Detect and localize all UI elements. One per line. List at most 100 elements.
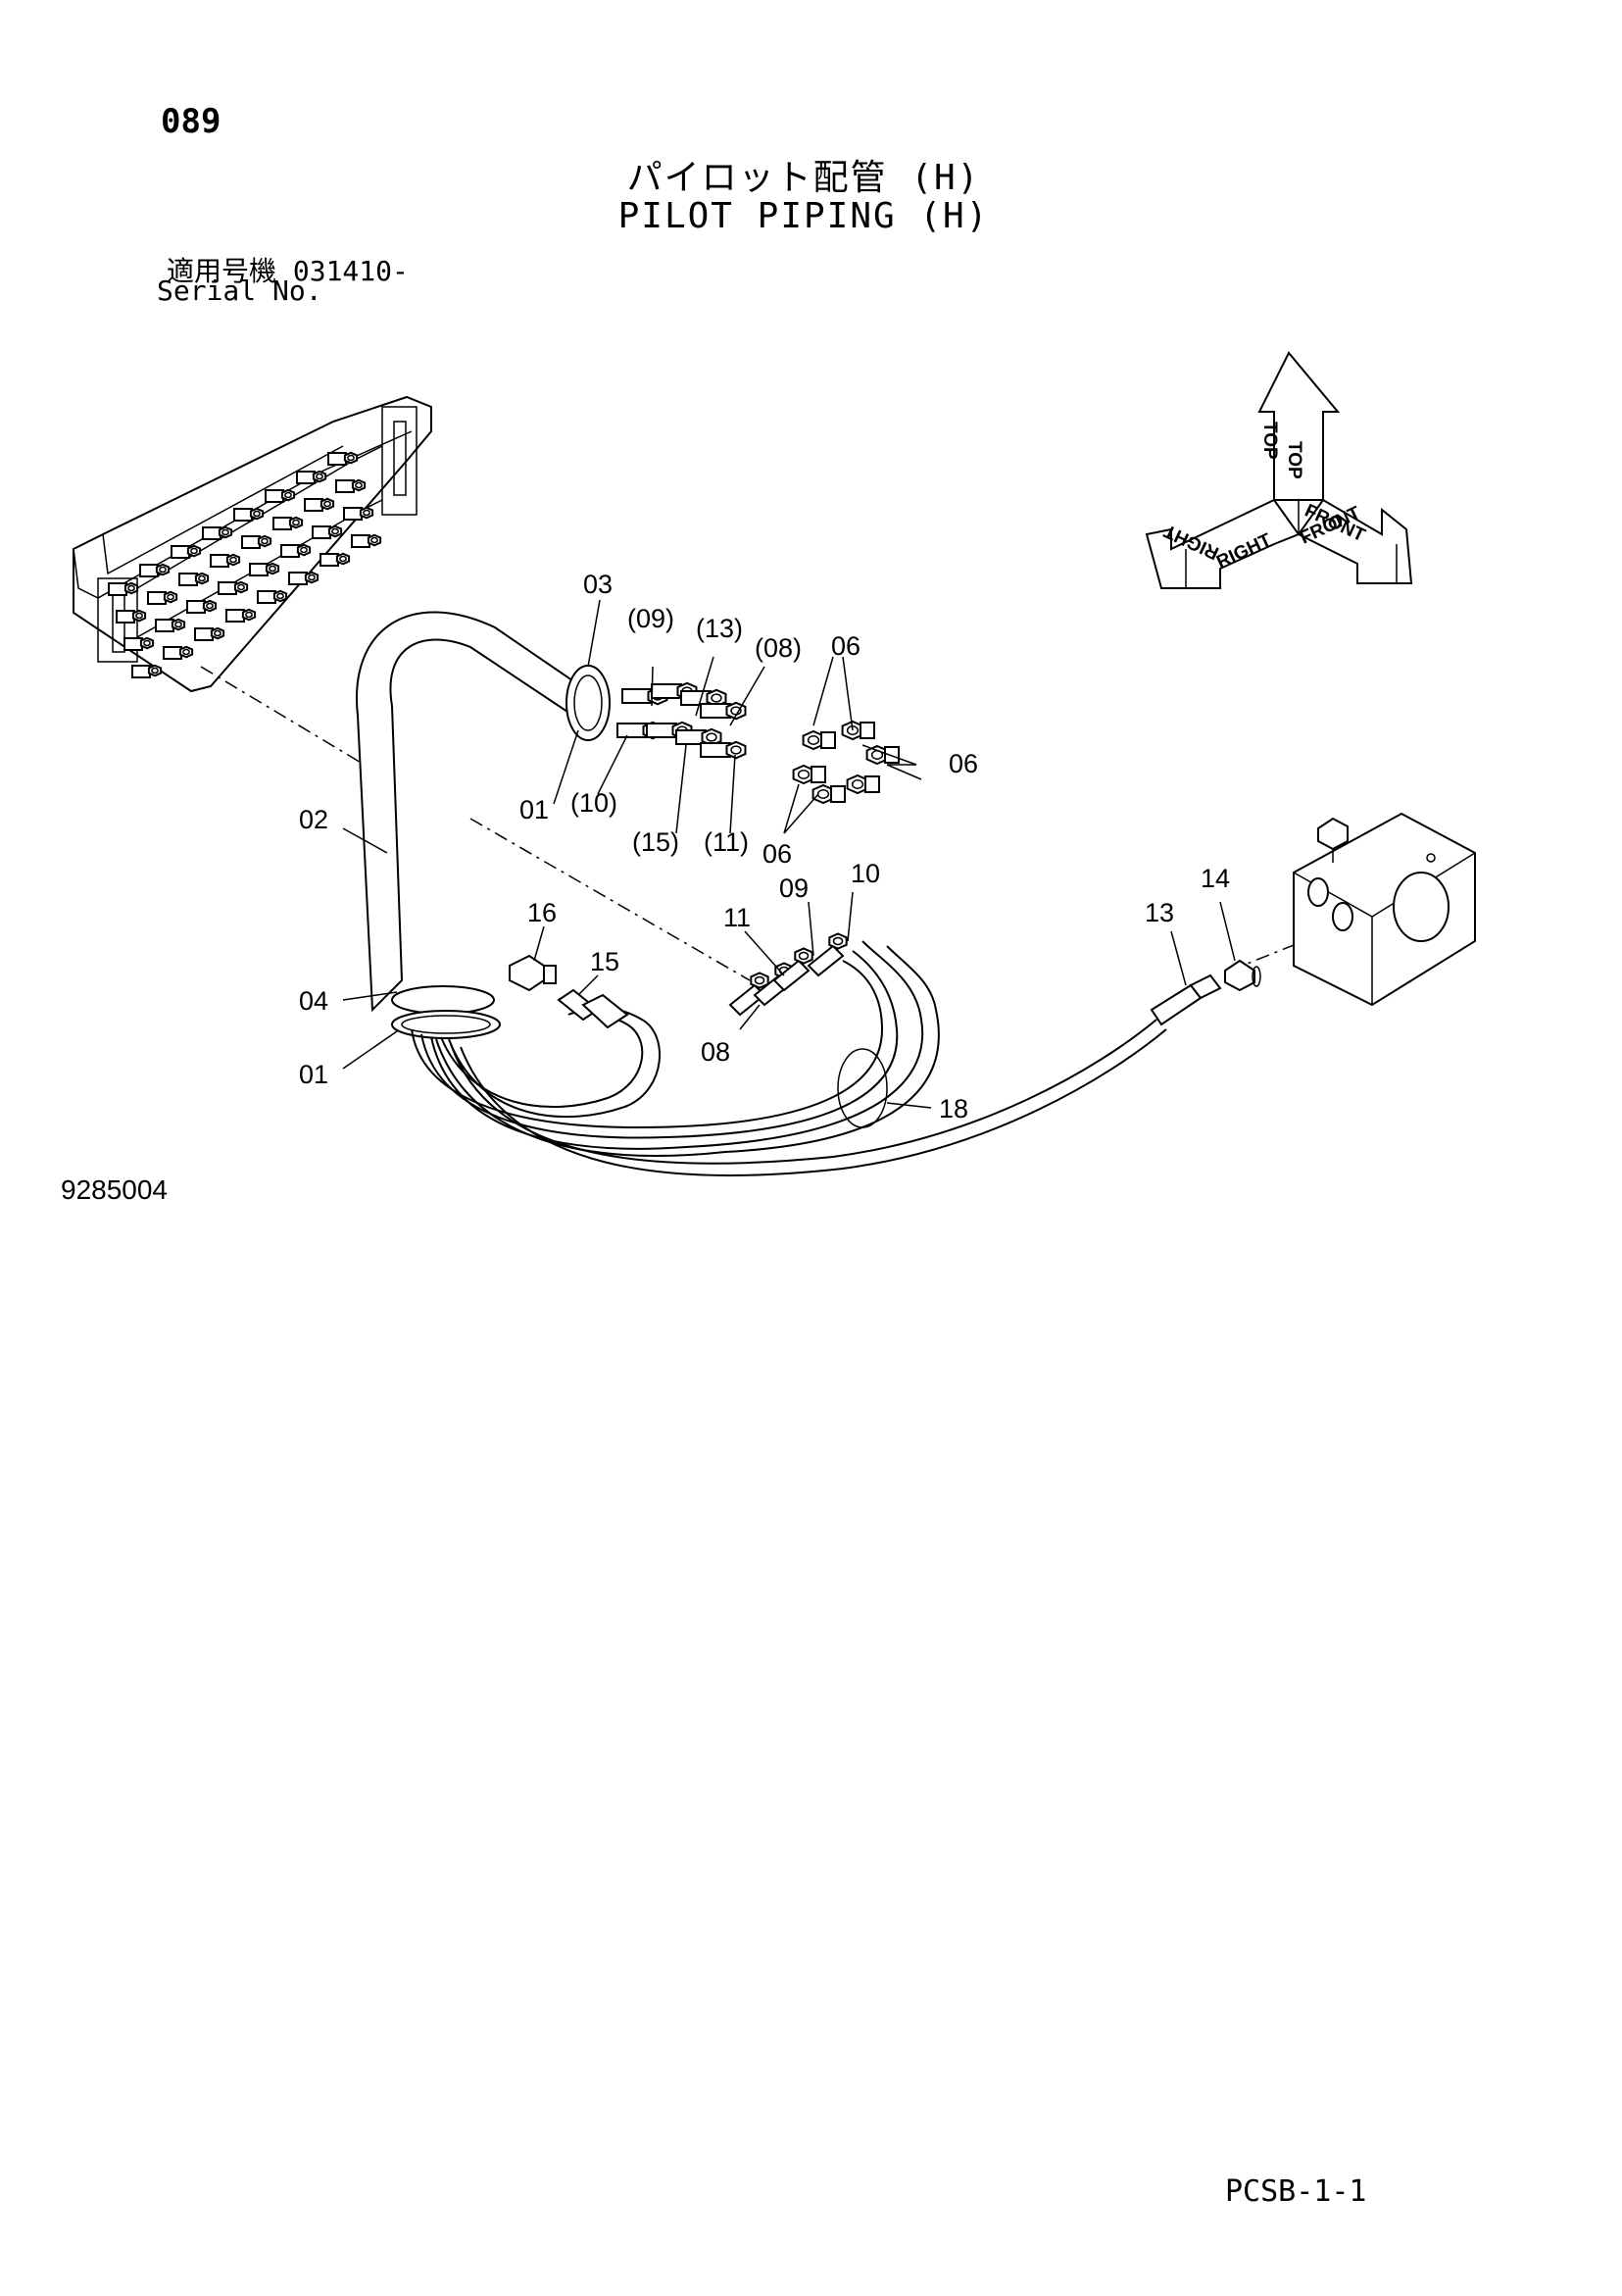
valve-fitting-nut-bore bbox=[316, 473, 323, 480]
valve-fitting-body bbox=[210, 554, 229, 568]
valve-fitting-nut bbox=[312, 470, 327, 483]
label-09: 09 bbox=[779, 873, 809, 903]
valve-fitting-nut bbox=[241, 608, 257, 622]
valve-fitting-nut-bore bbox=[269, 565, 276, 573]
orientation-indicator: TOP TOP RIGHT RIGHT FRONT FRONT bbox=[1145, 351, 1413, 589]
hose-15-fitting bbox=[557, 988, 629, 1029]
valve-fitting-nut bbox=[367, 533, 382, 547]
hose-fitting-nut-bore bbox=[706, 732, 717, 742]
valve-fitting-body bbox=[123, 637, 143, 651]
valve-fitting-nut bbox=[233, 580, 249, 594]
valve-fitting-body bbox=[241, 535, 261, 549]
valve-fitting-nut-bore bbox=[308, 574, 316, 581]
hose-fitting-nut-bore bbox=[730, 745, 742, 755]
valve-fitting-body bbox=[319, 553, 339, 567]
valve-fitting-nut-bore bbox=[198, 574, 206, 582]
hose-end-nut bbox=[828, 932, 848, 950]
valve-fitting-nut-bore bbox=[127, 584, 135, 592]
adapter-stem bbox=[811, 766, 826, 783]
valve-fitting-nut bbox=[178, 645, 194, 659]
valve-fitting-body bbox=[147, 591, 167, 605]
adapter-stem bbox=[864, 775, 880, 793]
orientation-top-label: TOP bbox=[1284, 441, 1304, 479]
valve-fitting-nut-bore bbox=[135, 612, 143, 620]
valve-fitting-nut bbox=[155, 563, 171, 576]
band-clamp-lower bbox=[391, 985, 501, 1039]
lower-hose-fittings bbox=[728, 932, 848, 1017]
valve-fitting-body bbox=[327, 452, 347, 466]
label-13-ref: (13) bbox=[696, 614, 743, 643]
valve-fitting-nut-bore bbox=[323, 500, 331, 508]
valve-fitting-nut-bore bbox=[237, 583, 245, 591]
serial-applicability: 適用号機 031410- bbox=[167, 255, 409, 287]
adapter-stem bbox=[884, 746, 900, 764]
valve-fitting-body bbox=[218, 581, 237, 595]
valve-fitting-nut-bore bbox=[284, 491, 292, 499]
label-03: 03 bbox=[583, 570, 613, 599]
valve-fitting-nut bbox=[319, 497, 335, 511]
valve-fitting-body bbox=[139, 564, 159, 577]
label-06-bottom: 06 bbox=[762, 839, 792, 869]
label-08: 08 bbox=[701, 1037, 730, 1067]
adapter-14 bbox=[1224, 959, 1261, 992]
valve-fitting-nut-bore bbox=[261, 537, 269, 545]
label-14: 14 bbox=[1201, 864, 1230, 893]
valve-fitting-body bbox=[249, 563, 269, 576]
centerline-hose bbox=[469, 818, 751, 981]
valve-fitting-nut bbox=[225, 553, 241, 567]
valve-fitting-body bbox=[171, 545, 190, 559]
valve-fitting-nut bbox=[351, 478, 367, 492]
valve-fitting-body bbox=[343, 507, 363, 521]
grommet-tube bbox=[356, 611, 611, 1013]
valve-fitting-body bbox=[202, 526, 221, 540]
valve-fitting-nut-bore bbox=[339, 555, 347, 563]
serial-number-label: Serial No. bbox=[157, 275, 322, 307]
valve-fitting-body bbox=[257, 590, 276, 604]
hose-end-nut-bore bbox=[798, 951, 810, 961]
control-valve-assembly bbox=[73, 395, 432, 693]
label-18: 18 bbox=[939, 1094, 968, 1123]
label-10: 10 bbox=[851, 859, 880, 888]
orientation-top-label-2: TOP bbox=[1259, 422, 1280, 460]
valve-fitting-body bbox=[131, 665, 151, 678]
adapter-stem bbox=[860, 722, 875, 739]
valve-fitting-body bbox=[288, 572, 308, 585]
page-title: PILOT PIPING (H) bbox=[617, 196, 990, 236]
valve-fitting-body bbox=[225, 609, 245, 623]
figure-number: 9285004 bbox=[61, 1174, 169, 1205]
label-06-top: 06 bbox=[831, 631, 860, 661]
adapter-stem bbox=[820, 731, 836, 749]
valve-fitting-nut bbox=[163, 590, 178, 604]
valve-fitting-nut-bore bbox=[347, 454, 355, 462]
valve-fitting-body bbox=[296, 471, 316, 484]
valve-fitting-nut bbox=[304, 571, 319, 584]
valve-fitting-nut-bore bbox=[174, 621, 182, 628]
valve-fitting-nut-bore bbox=[245, 611, 253, 619]
label-04: 04 bbox=[299, 986, 328, 1016]
valve-fitting-body bbox=[312, 525, 331, 539]
valve-fitting-body bbox=[280, 544, 300, 558]
valve-fitting-nut bbox=[123, 581, 139, 595]
solenoid-valve-block bbox=[1293, 812, 1476, 1007]
valve-fitting-nut-bore bbox=[167, 593, 174, 601]
adapter-stem bbox=[830, 785, 846, 803]
hose-fitting-nut-bore bbox=[711, 693, 722, 703]
label-10-ref: (10) bbox=[570, 788, 617, 818]
label-06-right: 06 bbox=[949, 749, 978, 778]
valve-fitting-nut bbox=[202, 599, 218, 613]
valve-fitting-nut bbox=[186, 544, 202, 558]
valve-fitting-nut bbox=[131, 609, 147, 623]
valve-fitting-nut-bore bbox=[214, 629, 221, 637]
hose-end-sleeve bbox=[807, 944, 845, 977]
adapter-nut-bore bbox=[807, 735, 820, 745]
valve-fitting-nut bbox=[359, 506, 374, 520]
valve-fitting-nut bbox=[218, 525, 233, 539]
adapters-06 bbox=[792, 720, 900, 805]
valve-fitting-nut-bore bbox=[151, 667, 159, 674]
upper-hose-fittings bbox=[616, 681, 747, 760]
valve-fitting-nut-bore bbox=[206, 602, 214, 610]
leader-lines bbox=[342, 599, 1236, 1109]
label-11-ref: (11) bbox=[704, 827, 749, 857]
label-15-ref: (15) bbox=[632, 827, 679, 857]
